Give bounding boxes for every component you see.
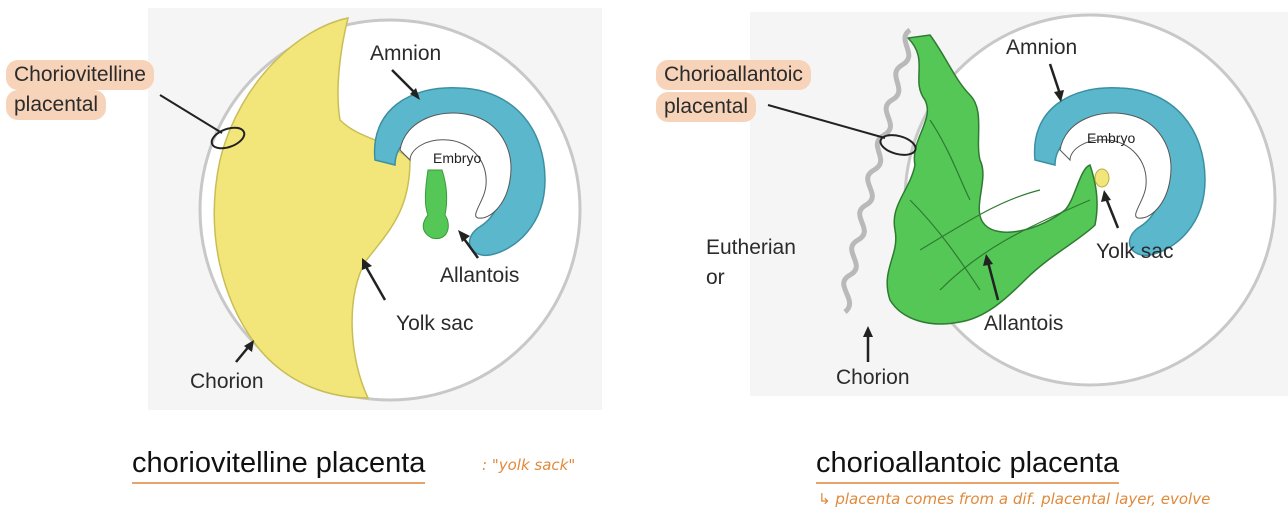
- allantois-shape: [886, 34, 1098, 325]
- allantois-label: Allantois: [440, 264, 520, 287]
- amnion-label: Amnion: [1006, 36, 1078, 59]
- placenta-ring: [210, 126, 246, 150]
- allantois-shape: [422, 169, 449, 240]
- chorioallantoic-caption: chorioallantoic placenta: [816, 446, 1120, 484]
- chorion-label: Chorion: [190, 370, 264, 393]
- allantois-vessels: [909, 119, 1091, 291]
- yolk-sac-label: Yolk sac: [396, 312, 474, 335]
- chorion-label: Chorion: [836, 366, 910, 389]
- placenta-type-label-line1: Chorioallantoic: [656, 60, 811, 90]
- allantois-arrow: [986, 261, 1000, 301]
- allantois-arrowhead: [983, 254, 993, 266]
- yolk-arrowhead: [362, 258, 372, 270]
- placenta-pointer: [767, 104, 886, 139]
- embryo-shape: [399, 112, 512, 219]
- yolk-arrow: [363, 264, 387, 301]
- amnion-label: Amnion: [370, 42, 442, 65]
- embryo-label: Embryo: [1087, 130, 1136, 146]
- chorioallantoic-diagram: Chorioallantoic placental Amnion Embryo …: [640, 0, 1288, 420]
- placenta-type-label-line1: Choriovitelline: [6, 60, 154, 90]
- embryo-label: Embryo: [433, 150, 482, 166]
- allantois-arrowhead: [458, 230, 470, 242]
- amnion-arrowhead: [1054, 90, 1064, 102]
- chorioallantoic-illustration: [750, 12, 1288, 396]
- chorion-arrowhead: [863, 326, 873, 337]
- choriovitelline-illustration: [148, 8, 602, 410]
- yolk-sac-shape: [1094, 168, 1110, 188]
- placenta-pointer: [159, 94, 223, 134]
- placenta-type-label-line2: placental: [656, 92, 757, 122]
- embryo-shape: [1059, 112, 1172, 219]
- choriovitelline-note: : "yolk sack": [482, 456, 576, 474]
- choriovitelline-caption: choriovitelline placenta: [132, 446, 426, 484]
- yolk-arrowhead: [1101, 190, 1111, 202]
- yolk-arrow: [1104, 197, 1120, 229]
- choriovitelline-diagram: Choriovitelline placental Amnion Embryo …: [0, 0, 640, 420]
- eutherian-label-line2: or: [706, 266, 725, 289]
- allantois-label: Allantois: [984, 312, 1064, 335]
- amnion-arrowhead: [410, 88, 420, 100]
- amnion-arrow: [1048, 63, 1062, 95]
- yolk-sac-shape: [213, 17, 411, 399]
- chorion-villi: [841, 27, 912, 314]
- yolk-sac-label: Yolk sac: [1096, 240, 1174, 263]
- chorioallantoic-note: ↳ placenta comes from a dif. placental l…: [818, 490, 1211, 508]
- placenta-type-label-line2: placental: [6, 90, 107, 120]
- chorion-arrowhead: [244, 340, 254, 352]
- placenta-ring: [879, 134, 917, 156]
- eutherian-label-line1: Eutherian: [706, 236, 796, 259]
